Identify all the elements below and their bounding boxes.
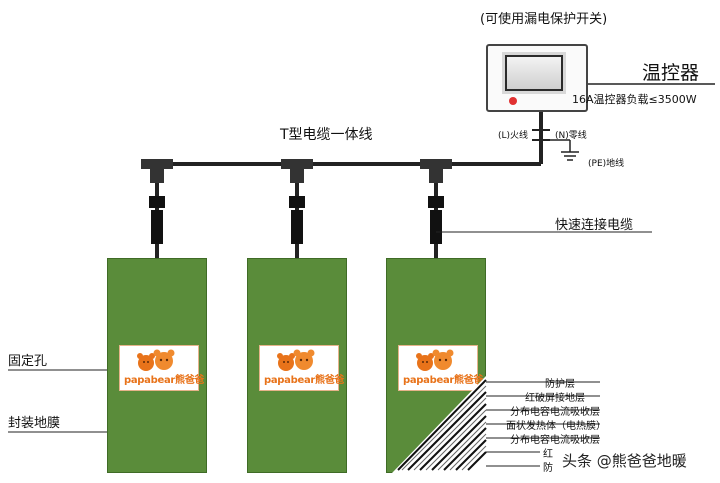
t-connector-1: [141, 159, 173, 262]
bear-logo-icon: [277, 349, 315, 371]
brand-logo-text: papabear熊爸爸: [403, 375, 484, 386]
quick-cable-label: 快速连接电缆: [555, 218, 634, 233]
bear-logo-icon: [416, 349, 454, 371]
layer-leaders: [478, 381, 600, 467]
layer-label: 防: [543, 463, 553, 474]
layer-label: 分布电容电流吸收层: [510, 435, 600, 446]
bear-logo-icon: [137, 349, 175, 371]
t-connector-3: [420, 159, 452, 262]
brand-logo: papabear熊爸爸: [119, 345, 204, 391]
heating-panel-2: papabear熊爸爸: [247, 258, 347, 473]
brand-logo-text: papabear熊爸爸: [264, 375, 345, 386]
live-wire-label: (L)火线: [498, 131, 529, 141]
earth-symbol: [561, 151, 579, 161]
wiring-junction: [532, 129, 571, 152]
thermostat-indicator-icon: [509, 97, 517, 105]
watermark: 头条 @熊爸爸地暖: [562, 452, 687, 470]
layer-label: 面状发热体（电热膜）: [506, 421, 606, 432]
t-cable-label: T型电缆一体线: [280, 127, 373, 143]
layer-label: 红: [543, 449, 553, 460]
t-connector-2: [281, 159, 313, 262]
layer-label: 防护层: [545, 379, 575, 390]
leakage-protection-note: (可使用漏电保护开关): [480, 12, 608, 27]
earth-wire-label: (PE)地线: [588, 159, 625, 169]
brand-logo: papabear熊爸爸: [259, 345, 344, 391]
layer-label: 红破屏接地层: [525, 393, 585, 404]
thermostat-device: [486, 44, 588, 112]
thermostat-screen: [502, 52, 566, 94]
sealing-film-label: 封装地膜: [8, 416, 61, 431]
thermostat-spec: 16A温控器负载≤3500W: [572, 93, 697, 106]
layer-label: 分布电容电流吸收层: [510, 407, 600, 418]
neutral-wire-label: (N)零线: [555, 131, 587, 141]
fix-hole-label: 固定孔: [8, 354, 48, 369]
brand-logo: papabear熊爸爸: [398, 345, 483, 391]
brand-logo-text: papabear熊爸爸: [124, 375, 205, 386]
heating-panel-1: papabear熊爸爸: [107, 258, 207, 473]
thermostat-label: 温控器: [642, 62, 700, 84]
